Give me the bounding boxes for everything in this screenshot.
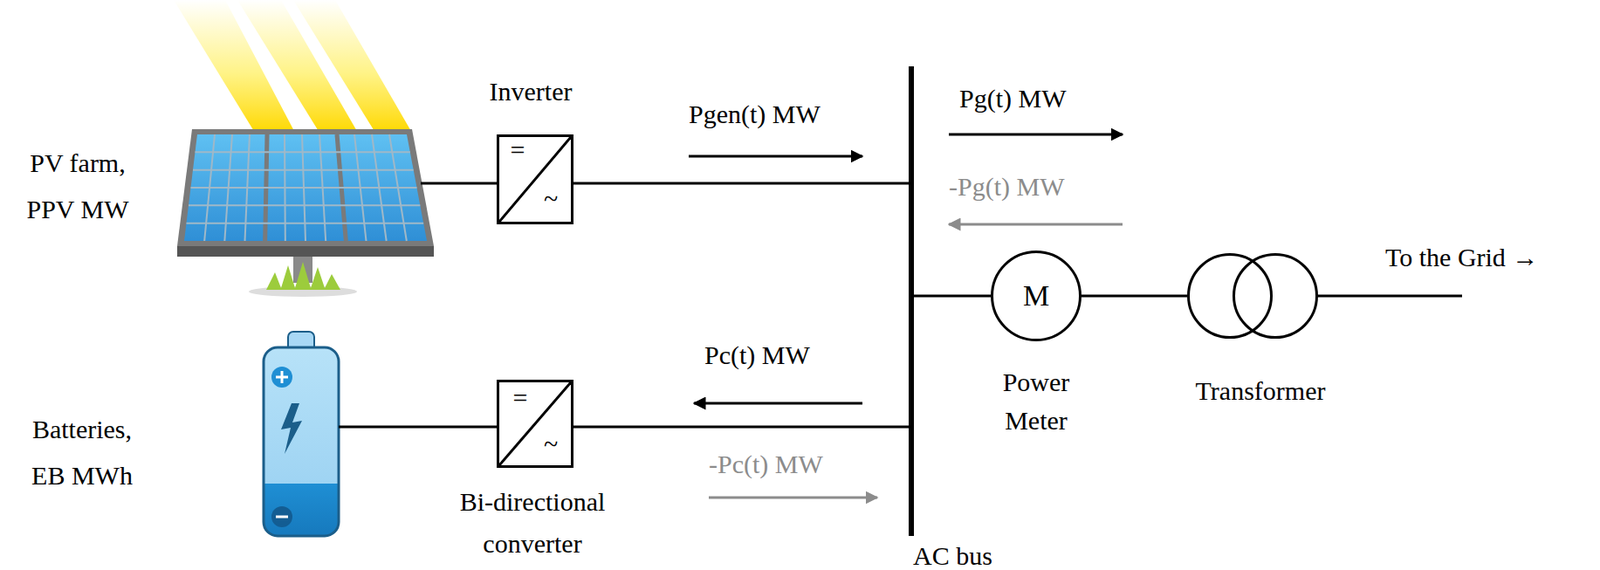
power-label: Pc(t) MW <box>704 337 811 373</box>
flow-arrow <box>948 223 1123 227</box>
grass <box>266 261 341 290</box>
sun-ray <box>293 0 413 133</box>
plus-terminal <box>271 366 293 388</box>
bolt <box>281 403 303 454</box>
cell-line <box>191 186 418 189</box>
wire <box>338 425 497 429</box>
wire <box>1081 295 1188 298</box>
node-label: PV farm, PPV MW <box>16 139 139 233</box>
wire <box>420 182 497 186</box>
cell-line <box>186 222 425 225</box>
power-label: Pg(t) MW <box>959 81 1067 117</box>
grid-wire <box>1317 295 1463 298</box>
node-symbol: ~ <box>540 181 562 217</box>
transformer-winding <box>1234 254 1318 338</box>
panel-grid <box>186 134 425 241</box>
pv-farm: PV farm, PPV MW <box>173 0 421 296</box>
power-label: Pgen(t) MW <box>688 96 821 132</box>
cell-line <box>192 169 414 172</box>
transformer: Transformer <box>1187 253 1319 339</box>
node-symbol: = <box>507 132 529 168</box>
converter-symbol <box>499 137 571 222</box>
flow-arrow <box>688 155 863 158</box>
node-symbol: = <box>509 380 531 416</box>
plus-sign <box>275 370 289 384</box>
converter-diagonal <box>499 382 571 466</box>
node-symbol: Power Meter <box>983 363 1089 440</box>
transformer-symbol <box>1187 253 1319 339</box>
converter-diagonal <box>499 137 571 222</box>
node-label: M <box>1014 277 1058 315</box>
wire <box>913 295 991 298</box>
battery-body <box>263 347 339 536</box>
flow-arrow <box>708 496 878 500</box>
panel-cells <box>184 134 427 241</box>
converter-box: Bi-directional converter=~ <box>496 379 574 468</box>
power-label: -Pc(t) MW <box>708 446 824 482</box>
minus-terminal <box>271 506 293 528</box>
ac-bus: AC bus <box>908 66 914 536</box>
panel-edge <box>177 246 434 257</box>
cell-line <box>195 151 411 153</box>
cell-line <box>188 204 420 207</box>
converter-symbol <box>499 382 571 466</box>
power-label: To the Grid → <box>1385 240 1539 275</box>
node-label: Bi-directional converter <box>418 480 646 565</box>
power-meter: MPower Meter <box>990 250 1082 342</box>
battery: Batteries, EB MWh <box>263 331 339 536</box>
flow-arrow <box>693 402 863 406</box>
wire <box>573 182 909 186</box>
inverter-box: Inverter=~ <box>496 134 574 225</box>
flow-arrow <box>948 133 1123 137</box>
node-label: Batteries, EB MWh <box>16 405 148 499</box>
panel-frame <box>177 129 434 247</box>
transformer-winding <box>1188 254 1272 338</box>
node-label: AC bus <box>913 538 1036 570</box>
wire <box>573 425 909 429</box>
node-label: Transformer <box>1177 373 1344 409</box>
node-label: Inverter <box>469 74 592 110</box>
power-label: -Pg(t) MW <box>948 169 1065 205</box>
node-symbol: ~ <box>540 426 562 462</box>
minus-sign <box>275 515 289 519</box>
